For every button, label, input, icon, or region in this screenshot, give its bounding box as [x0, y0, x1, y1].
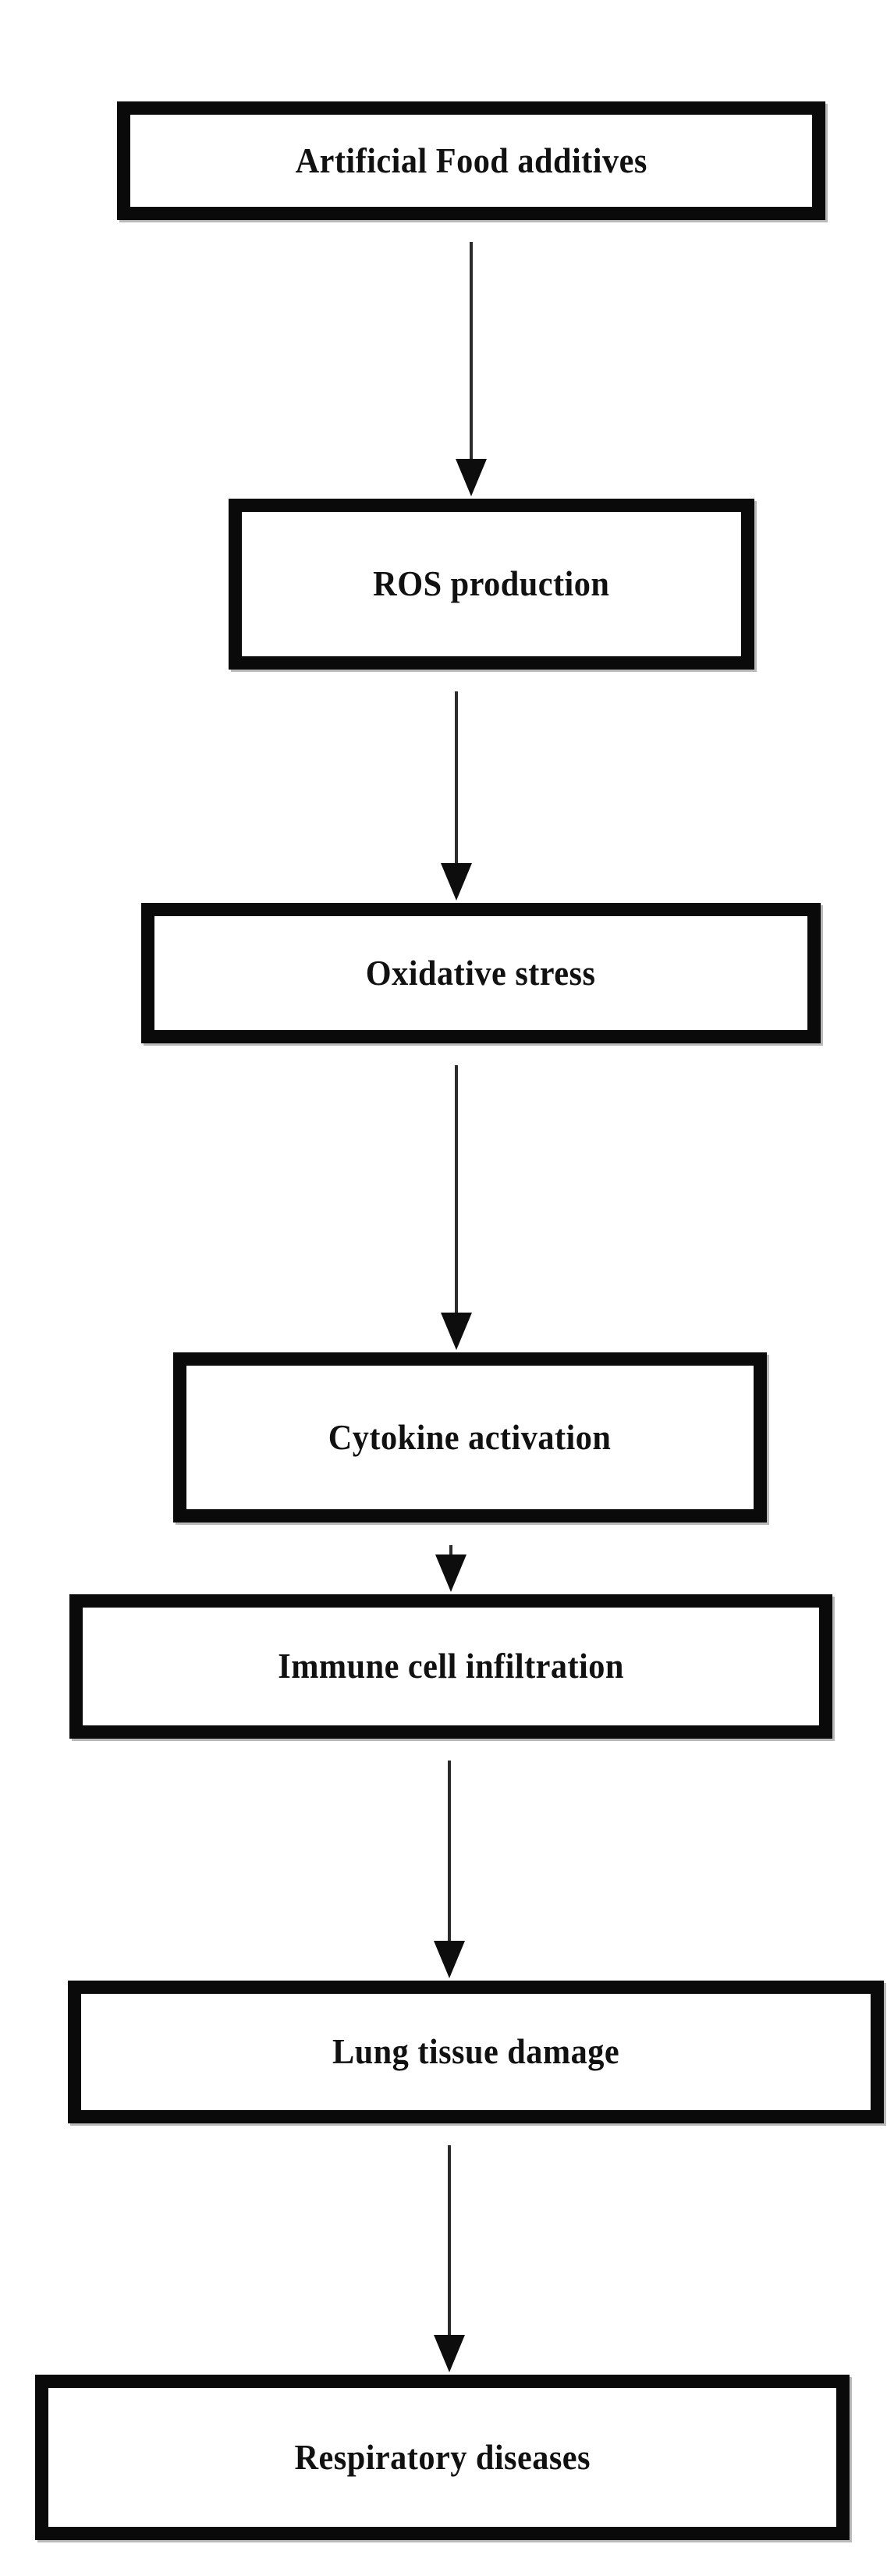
flow-arrow: [432, 2145, 467, 2372]
flow-node-oxidative-stress: Oxidative stress: [141, 903, 821, 1043]
flow-node-artificial-food-additives: Artificial Food additives: [117, 101, 825, 220]
flow-node-label: ROS production: [373, 563, 610, 604]
flow-node-immune-cell-infiltration: Immune cell infiltration: [69, 1594, 832, 1739]
flow-arrow: [439, 691, 474, 901]
flow-node-label: Respiratory diseases: [294, 2436, 591, 2477]
flow-node-respiratory-diseases: Respiratory diseases: [35, 2375, 850, 2540]
flow-node-lung-tissue-damage: Lung tissue damage: [68, 1981, 884, 2123]
flow-node-ros-production: ROS production: [229, 499, 754, 670]
flow-node-label: Oxidative stress: [366, 952, 596, 993]
flow-arrow: [432, 1761, 467, 1978]
flow-arrow: [454, 242, 488, 496]
flow-arrow: [439, 1065, 474, 1350]
flow-node-label: Lung tissue damage: [332, 2031, 620, 2072]
flow-node-label: Artificial Food additives: [295, 140, 647, 180]
flow-node-label: Cytokine activation: [328, 1416, 612, 1457]
flow-node-cytokine-activation: Cytokine activation: [173, 1352, 767, 1523]
flow-node-label: Immune cell infiltration: [278, 1646, 624, 1686]
flow-arrow: [434, 1545, 468, 1592]
